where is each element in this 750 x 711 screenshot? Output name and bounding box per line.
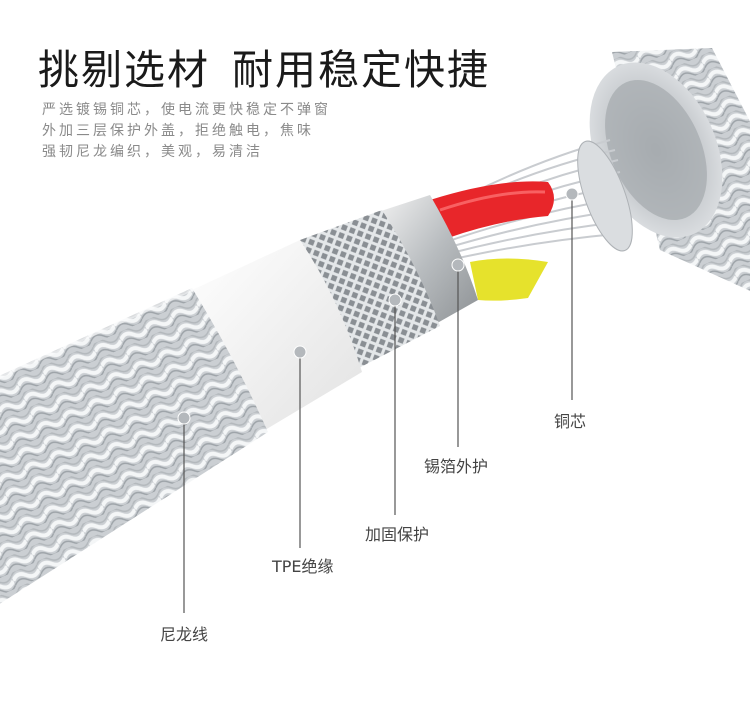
- description: 严选镀锡铜芯，使电流更快稳定不弹窗 外加三层保护外盖，拒绝触电，焦味 强韧尼龙编…: [42, 100, 331, 163]
- callout-reinforce: 加固保护: [365, 525, 430, 544]
- callout-nylon: 尼龙线: [160, 625, 209, 644]
- nylon-braid-main: [0, 288, 268, 604]
- copper-strand-end: [577, 140, 633, 252]
- callout-dots: [177, 187, 579, 425]
- headline: 挑剔选材耐用稳定快捷: [38, 36, 490, 96]
- description-line-2: 外加三层保护外盖，拒绝触电，焦味: [42, 123, 314, 139]
- callout-lines: [183, 194, 573, 613]
- description-line-3: 强韧尼龙编织，美观，易清洁: [42, 144, 263, 160]
- yellow-wire: [470, 258, 548, 301]
- reinforcement-mesh: [300, 210, 440, 370]
- red-wire: [430, 181, 554, 238]
- description-line-1: 严选镀锡铜芯，使电流更快稳定不弹窗: [42, 102, 331, 118]
- callout-tpe: TPE绝缘: [272, 557, 334, 576]
- tin-foil-layer: [378, 195, 478, 326]
- tpe-insulation: [192, 240, 362, 430]
- callout-copper: 铜芯: [554, 412, 587, 431]
- headline-right: 耐用稳定快捷: [232, 46, 490, 94]
- headline-left: 挑剔选材: [38, 46, 210, 94]
- callout-foil: 锡箔外护: [424, 457, 489, 476]
